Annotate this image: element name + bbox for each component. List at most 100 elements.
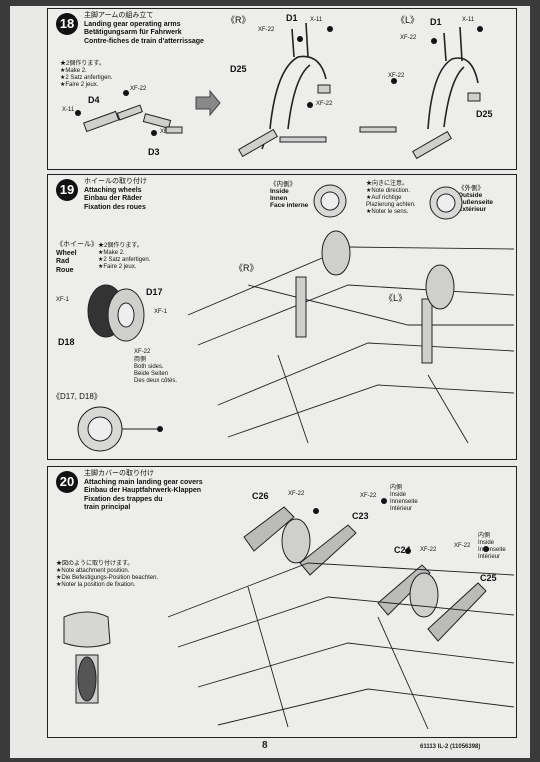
part-x11-l: X-11 <box>462 17 475 23</box>
part-c23: C23 <box>352 511 369 521</box>
part-c24: C24 <box>394 545 411 555</box>
step-18-number: 18 <box>56 13 78 35</box>
step-19-title-jp: ホイールの取り付け <box>84 178 147 185</box>
step-18-title-en: Landing gear operating arms <box>84 20 181 28</box>
step-19-title-en: Attaching wheels <box>84 186 142 194</box>
in2-jp: 内側 <box>478 533 491 539</box>
note-en: ★Note direction. <box>366 188 411 194</box>
note-jp: ★向きに注意。 <box>366 181 409 187</box>
inside-label-1: 内側 Inside Innenseite Intérieur <box>390 485 418 513</box>
step-19-title-fr: Fixation des roues <box>84 203 146 211</box>
wheel-label: 《ホイール》 Wheel Rad Roue <box>56 241 98 275</box>
wheel-de: Rad <box>56 258 70 265</box>
wheel-make-jp: ★2個作ります。 <box>98 243 143 249</box>
step-18-drawings <box>75 22 483 160</box>
paint-xf22-20a: XF-22 <box>288 491 305 497</box>
inside-view-label: 《内側》 Inside Innen Face interne <box>270 181 308 209</box>
note-de2: Plazierung achten. <box>366 202 416 208</box>
right-side-label: 《R》 <box>226 15 251 25</box>
wheel-make-en: ★Make 2. <box>98 250 125 256</box>
part-d1-l: D1 <box>430 17 442 27</box>
make-note-de: ★2 Satz anfertigen. <box>60 75 113 81</box>
step-20-drawings <box>63 498 515 730</box>
left-side-label: 《L》 <box>396 15 420 25</box>
step-18-make-note: ★2個作ります。 ★Make 2. ★2 Satz anfertigen. ★F… <box>60 61 112 89</box>
note-de1: ★Auf richtige <box>366 195 402 201</box>
step-19-number: 19 <box>56 179 78 201</box>
step-18-panel: 18 主脚アームの組み立て Landing gear operating arm… <box>47 8 517 170</box>
step-18-title-fr: Contre-fiches de train d'atterrissage <box>84 37 204 45</box>
wheel-jp: 《ホイール》 <box>56 241 98 248</box>
paint-xf22-d: XF-22 <box>388 73 405 79</box>
make-note-fr: ★Faire 2 jeux. <box>60 82 99 88</box>
attach-fr: ★Noter la position de fixation. <box>56 582 136 588</box>
part-d4: D4 <box>88 95 100 105</box>
step-19-title: ホイールの取り付け Attaching wheels Einbau der Rä… <box>84 178 147 212</box>
paint-xf22-e: XF-22 <box>130 86 147 92</box>
direction-note: ★向きに注意。 ★Note direction. ★Auf richtige P… <box>366 181 416 216</box>
step-20-title-jp: 主脚カバーの取り付け <box>84 470 154 477</box>
outside-fr: Extérieur <box>458 206 487 213</box>
part-d3: D3 <box>148 147 160 157</box>
both-sides-note: 両側 Both sides. Beide Seiten Des deux côt… <box>134 357 177 385</box>
step-20-title-fr2: train principal <box>84 504 131 511</box>
paint-xf1-a: XF-1 <box>56 297 70 303</box>
in1-de: Innenseite <box>390 499 418 505</box>
step-19-title-de: Einbau der Räder <box>84 195 142 202</box>
paint-xf22: XF-22 <box>134 349 151 355</box>
attachment-note: ★図のように取り付けます。 ★Note attachment position.… <box>56 561 158 589</box>
part-c25: C25 <box>480 573 497 583</box>
part-c26: C26 <box>252 491 269 501</box>
wheel-make-fr: ★Faire 2 jeux. <box>98 264 137 270</box>
outside-en: Outside <box>458 192 483 199</box>
paint-xf22-c: XF-22 <box>316 101 333 107</box>
paint-xf22-b: XF-22 <box>400 35 417 41</box>
step-18-title-de: Betätigungsarm für Fahrwerk <box>84 29 182 36</box>
paint-xf22-20d: XF-22 <box>454 543 471 549</box>
inside-label-2: 内側 Inside Innenseite Intérieur <box>478 533 506 561</box>
wheel-make-de: ★2 Satz anfertigen. <box>98 257 151 263</box>
part-d25-l: D25 <box>476 109 493 119</box>
in1-jp: 内側 <box>390 485 403 491</box>
attach-de: ★Die Befestigungs-Position beachten. <box>56 575 159 581</box>
note-fr: ★Noter le sens. <box>366 209 409 215</box>
step-20-number: 20 <box>56 471 78 493</box>
wheel-make-note: ★2個作ります。 ★Make 2. ★2 Satz anfertigen. ★F… <box>98 243 150 271</box>
step-18-title: 主脚アームの組み立て Landing gear operating arms B… <box>84 12 204 46</box>
inside-de: Innen <box>270 195 288 202</box>
page-number: 8 <box>262 740 268 751</box>
d17-d18-label: 《D17, D18》 <box>52 392 102 401</box>
step-20-title-de: Einbau der Hauptfahrwerk-Klappen <box>84 487 202 494</box>
make-note-en: ★Make 2. <box>60 68 87 74</box>
both-jp: 両側 <box>134 357 147 363</box>
in1-fr: Intérieur <box>390 506 413 512</box>
both-fr: Des deux côtés. <box>134 378 178 384</box>
part-d17: D17 <box>146 287 163 297</box>
make-note-jp: ★2個作ります。 <box>60 61 105 67</box>
in1-en: Inside <box>390 492 407 498</box>
both-en: Both sides. <box>134 364 164 370</box>
part-x11-r: X-11 <box>310 17 323 23</box>
attach-jp: ★図のように取り付けます。 <box>56 561 134 567</box>
outside-view-label: 《外側》 Outside Außenseite Extérieur <box>458 185 493 213</box>
part-d25-r: D25 <box>230 64 247 74</box>
both-de: Beide Seiten <box>134 371 169 377</box>
in2-en: Inside <box>478 540 495 546</box>
step-18-title-jp: 主脚アームの組み立て <box>84 12 154 19</box>
attach-en: ★Note attachment position. <box>56 568 130 574</box>
paint-xf22-20c: XF-22 <box>420 547 437 553</box>
in2-de: Innenseite <box>478 547 506 553</box>
left-side-label-19: 《L》 <box>384 293 408 303</box>
step-20-title-fr1: Fixation des trappes du <box>84 495 163 503</box>
outside-jp: 《外側》 <box>458 185 484 192</box>
wheel-en: Wheel <box>56 249 77 257</box>
paint-xf1-b: XF-1 <box>154 309 168 315</box>
in2-fr: Intérieur <box>478 554 501 560</box>
footer-code: 61113 IL-2 (11056398) <box>420 744 481 750</box>
inside-fr: Face interne <box>270 202 309 209</box>
part-d1-r: D1 <box>286 13 298 23</box>
part-d18: D18 <box>58 337 75 347</box>
step-20-title-en: Attaching main landing gear covers <box>84 478 203 486</box>
step-19-drawings <box>77 184 515 452</box>
part-x11-sub: X-11 <box>62 107 75 113</box>
